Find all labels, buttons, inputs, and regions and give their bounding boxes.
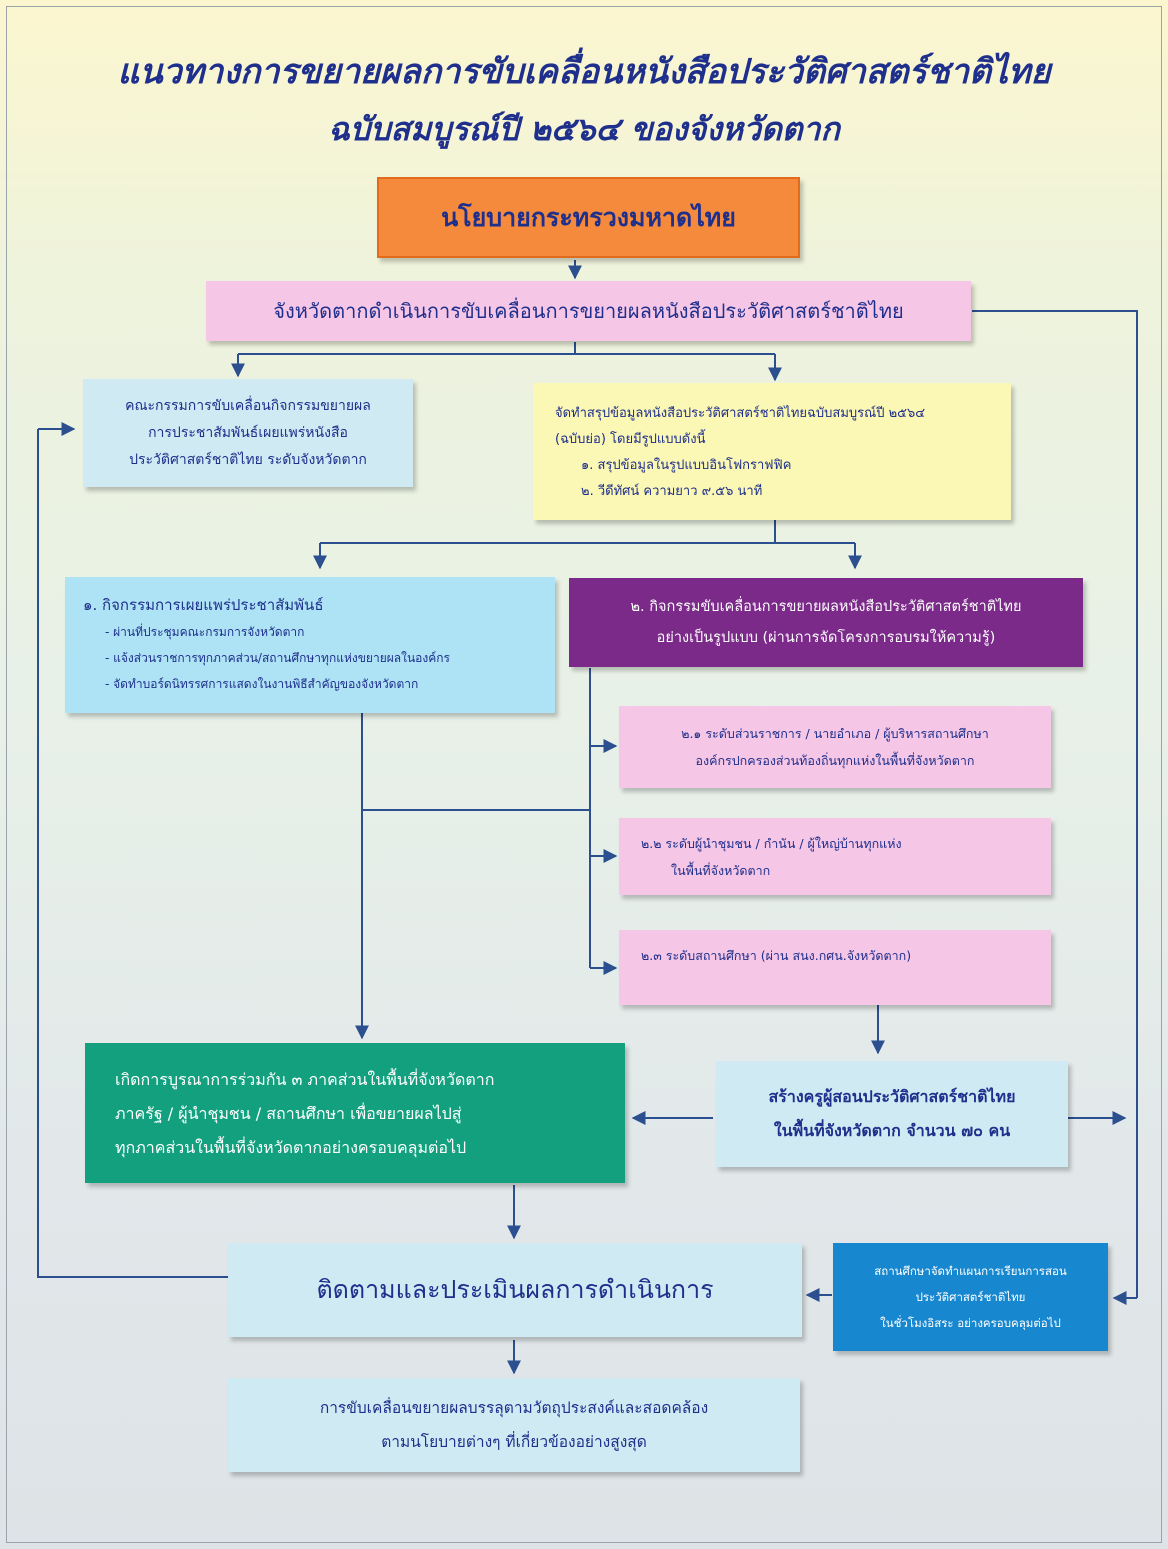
school-plan-line-2: ประวัติศาสตร์ชาติไทย — [915, 1290, 1026, 1304]
teachers-box: สร้างครูผู้สอนประวัติศาสตร์ชาติไทย ในพื้… — [716, 1061, 1068, 1167]
school-plan-line-1: สถานศึกษาจัดทำแผนการเรียนการสอน — [874, 1264, 1067, 1278]
summary-item-1: ๑. สรุปข้อมูลในรูปแบบอินโฟกราฟฟิค — [581, 458, 792, 473]
committee-box: คณะกรรมการขับเคลื่อนกิจกรรมขยายผล การประ… — [83, 379, 413, 487]
connector-left-loop — [37, 429, 228, 1278]
committee-line-2: การประชาสัมพันธ์เผยแพร่หนังสือ — [148, 424, 348, 441]
level-2-box: ๒.๒ ระดับผู้นำชุมชน / กำนัน / ผู้ใหญ่บ้า… — [619, 818, 1051, 895]
summary-item-2: ๒. วีดีทัศน์ ความยาว ๙.๕๖ นาที — [581, 484, 763, 499]
summary-line-1: จัดทำสรุปข้อมูลหนังสือประวัติศาสตร์ชาติไ… — [555, 406, 926, 421]
diagram-title-line-1: แนวทางการขยายผลการขับเคลื่อนหนังสือประวั… — [117, 52, 1051, 92]
level-1-line-1: ๒.๑ ระดับส่วนราชการ / นายอำเภอ / ผู้บริห… — [681, 726, 989, 741]
level-3-box: ๒.๓ ระดับสถานศึกษา (ผ่าน สนง.กศน.จังหวัด… — [619, 930, 1051, 1005]
integration-line-1: เกิดการบูรณาการร่วมกัน ๓ ภาคส่วนในพื้นที… — [115, 1070, 495, 1089]
school-plan-box: สถานศึกษาจัดทำแผนการเรียนการสอน ประวัติศ… — [833, 1243, 1108, 1351]
outcome-line-1: การขับเคลื่อนขยายผลบรรลุตามวัตถุประสงค์แ… — [319, 1399, 709, 1417]
integration-line-3: ทุกภาคส่วนในพื้นที่จังหวัดตากอย่างครอบคล… — [115, 1138, 467, 1157]
integration-line-2: ภาครัฐ / ผู้นำชุมชน / สถานศึกษา เพื่อขยา… — [115, 1104, 462, 1123]
teachers-line-2: ในพื้นที่จังหวัดตาก จำนวน ๗๐ คน — [773, 1121, 1011, 1140]
committee-line-3: ประวัติศาสตร์ชาติไทย ระดับจังหวัดตาก — [129, 451, 367, 468]
level-3-line-1: ๒.๓ ระดับสถานศึกษา (ผ่าน สนง.กศน.จังหวัด… — [641, 948, 912, 963]
pr-item-1: - ผ่านที่ประชุมคณะกรมการจังหวัดตาก — [105, 625, 305, 639]
committee-line-1: คณะกรรมการขับเคลื่อนกิจกรรมขยายผล — [125, 397, 371, 414]
diagram-title-line-2: ฉบับสมบูรณ์ปี ๒๕๖๔ ของจังหวัดตาก — [328, 110, 840, 148]
pr-item-3: - จัดทำบอร์ดนิทรรศการแสดงในงานพิธีสำคัญข… — [105, 677, 419, 691]
policy-text: นโยบายกระทรวงมหาดไทย — [441, 202, 736, 232]
level-2-line-1: ๒.๒ ระดับผู้นำชุมชน / กำนัน / ผู้ใหญ่บ้า… — [641, 836, 902, 851]
pr-item-2: - แจ้งส่วนราชการทุกภาคส่วน/สถานศึกษาทุกแ… — [105, 651, 450, 665]
level-1-box: ๒.๑ ระดับส่วนราชการ / นายอำเภอ / ผู้บริห… — [619, 706, 1051, 788]
connector-right-loop — [972, 310, 1138, 1298]
formal-line-2: อย่างเป็นรูปแบบ (ผ่านการจัดโครงการอบรมให… — [656, 629, 996, 646]
pr-title: ๑. กิจกรรมการเผยแพร่ประชาสัมพันธ์ — [83, 596, 324, 614]
connector-province-split — [238, 342, 775, 355]
formal-activity-box: ๒. กิจกรรมขับเคลื่อนการขยายผลหนังสือประว… — [569, 578, 1083, 667]
teachers-line-1: สร้างครูผู้สอนประวัติศาสตร์ชาติไทย — [768, 1087, 1016, 1106]
summary-line-2: (ฉบับย่อ) โดยมีรูปแบบดังนี้ — [555, 432, 706, 447]
outcome-box: การขับเคลื่อนขยายผลบรรลุตามวัตถุประสงค์แ… — [228, 1378, 800, 1472]
monitor-text: ติดตามและประเมินผลการดำเนินการ — [316, 1275, 714, 1304]
province-text: จังหวัดตากดำเนินการขับเคลื่อนการขยายผลหน… — [273, 299, 904, 323]
level-1-line-2: องค์กรปกครองส่วนท้องถิ่นทุกแห่งในพื้นที่… — [695, 753, 975, 768]
monitor-box: ติดตามและประเมินผลการดำเนินการ — [228, 1243, 802, 1337]
pr-box: ๑. กิจกรรมการเผยแพร่ประชาสัมพันธ์ - ผ่าน… — [65, 577, 555, 713]
integration-box: เกิดการบูรณาการร่วมกัน ๓ ภาคส่วนในพื้นที… — [85, 1043, 625, 1183]
summary-box: จัดทำสรุปข้อมูลหนังสือประวัติศาสตร์ชาติไ… — [533, 383, 1011, 520]
level-2-line-2: ในพื้นที่จังหวัดตาก — [671, 863, 771, 878]
formal-line-1: ๒. กิจกรรมขับเคลื่อนการขยายผลหนังสือประว… — [630, 598, 1022, 615]
connector-summary-split — [320, 520, 855, 544]
school-plan-line-3: ในชั่วโมงอิสระ อย่างครอบคลุมต่อไป — [880, 1316, 1061, 1330]
outcome-line-2: ตามนโยบายต่างๆ ที่เกี่ยวข้องอย่างสูงสุด — [381, 1433, 647, 1451]
province-box: จังหวัดตากดำเนินการขับเคลื่อนการขยายผลหน… — [206, 281, 971, 341]
policy-box: นโยบายกระทรวงมหาดไทย — [377, 177, 800, 258]
